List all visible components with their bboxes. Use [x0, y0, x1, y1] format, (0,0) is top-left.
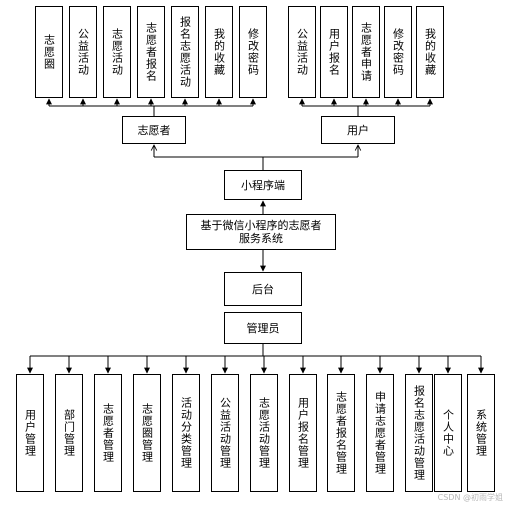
watermark: CSDN @初雨学姐 [437, 493, 503, 502]
module-label: 用户报名管理 [296, 397, 310, 469]
module-label: 用户报名 [327, 28, 341, 76]
volunteer-module-charity: 公益活动 [69, 6, 97, 98]
backend-label: 后台 [252, 282, 274, 296]
module-label: 系统管理 [474, 409, 488, 457]
user-module-volunteer-apply: 志愿者申请 [352, 6, 380, 98]
miniprogram-box: 小程序端 [224, 170, 302, 200]
volunteer-module-password: 修改密码 [239, 6, 267, 98]
admin-label: 管理员 [246, 321, 280, 335]
module-label: 公益活动 [295, 28, 309, 76]
user-module-favorites: 我的收藏 [416, 6, 444, 98]
module-label: 志愿圈管理 [140, 403, 154, 463]
admin-module-circle: 志愿圈管理 [133, 374, 161, 492]
volunteer-module-favorites: 我的收藏 [205, 6, 233, 98]
admin-module-activity-signup: 报名志愿活动管理 [405, 374, 433, 492]
admin-module-volunteer-apply: 申请志愿者管理 [366, 374, 394, 492]
module-label: 报名志愿活动 [178, 16, 192, 88]
volunteer-role-box: 志愿者 [122, 116, 186, 144]
admin-box: 管理员 [224, 312, 302, 344]
admin-module-category: 活动分类管理 [172, 374, 200, 492]
admin-module-volunteer: 志愿者管理 [94, 374, 122, 492]
admin-module-charity: 公益活动管理 [211, 374, 239, 492]
module-label: 我的收藏 [423, 28, 437, 76]
module-label: 公益活动管理 [218, 397, 232, 469]
module-label: 申请志愿者管理 [373, 391, 387, 475]
module-label: 志愿者报名 [144, 22, 158, 82]
admin-module-personal-center: 个人中心 [434, 374, 462, 492]
module-label: 部门管理 [62, 409, 76, 457]
admin-module-department: 部门管理 [55, 374, 83, 492]
volunteer-module-activity-signup: 报名志愿活动 [171, 6, 199, 98]
module-label: 我的收藏 [212, 28, 226, 76]
module-label: 修改密码 [246, 28, 260, 76]
role-label: 用户 [347, 123, 369, 137]
module-label: 公益活动 [76, 28, 90, 76]
system-title-line2: 服务系统 [239, 232, 283, 245]
volunteer-module-signup: 志愿者报名 [137, 6, 165, 98]
module-label: 志愿者管理 [101, 403, 115, 463]
volunteer-module-circle: 志愿圈 [35, 6, 63, 98]
user-module-password: 修改密码 [384, 6, 412, 98]
admin-module-system: 系统管理 [467, 374, 495, 492]
admin-module-activity: 志愿活动管理 [250, 374, 278, 492]
module-label: 志愿活动 [110, 28, 124, 76]
admin-module-user: 用户管理 [16, 374, 44, 492]
module-label: 志愿活动管理 [257, 397, 271, 469]
miniprogram-label: 小程序端 [241, 178, 285, 192]
user-module-signup: 用户报名 [320, 6, 348, 98]
module-label: 志愿圈 [42, 34, 56, 70]
module-label: 志愿者申请 [359, 22, 373, 82]
module-label: 报名志愿活动管理 [412, 385, 426, 481]
system-box: 基于微信小程序的志愿者 服务系统 [186, 214, 336, 250]
role-label: 志愿者 [137, 123, 171, 137]
module-label: 活动分类管理 [179, 397, 193, 469]
admin-module-user-signup: 用户报名管理 [289, 374, 317, 492]
module-label: 志愿者报名管理 [334, 391, 348, 475]
module-label: 个人中心 [441, 409, 455, 457]
admin-module-volunteer-signup: 志愿者报名管理 [327, 374, 355, 492]
module-label: 用户管理 [23, 409, 37, 457]
backend-box: 后台 [224, 272, 302, 306]
user-module-charity: 公益活动 [288, 6, 316, 98]
system-title-line1: 基于微信小程序的志愿者 [200, 219, 322, 232]
module-label: 修改密码 [391, 28, 405, 76]
volunteer-module-activity: 志愿活动 [103, 6, 131, 98]
user-role-box: 用户 [321, 116, 395, 144]
